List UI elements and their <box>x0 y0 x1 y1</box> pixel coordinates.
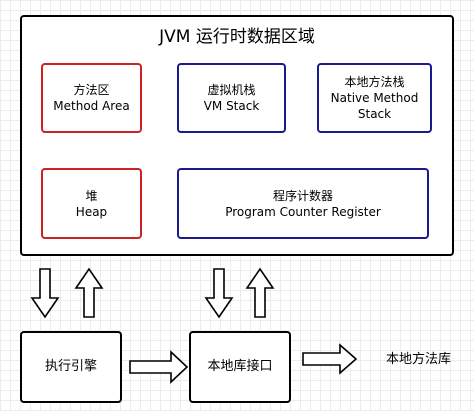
execution-engine-label: 执行引擎 <box>44 359 97 374</box>
arrow-execution-engine-to-native-interface <box>129 350 189 384</box>
native-interface-label: 本地库接口 <box>207 359 273 374</box>
arrow-native-interface-to-native-library <box>302 343 358 375</box>
arrow-up-from-execution-engine <box>74 267 104 318</box>
vm-stack-box[interactable]: 虚拟机栈 VM Stack <box>177 63 286 133</box>
program-counter-label-cn: 程序计数器 <box>272 188 333 203</box>
heap-label-cn: 堆 <box>85 188 98 203</box>
arrow-down-to-native-interface <box>204 268 234 319</box>
jvm-runtime-data-area-title: JVM 运行时数据区域 <box>159 27 315 47</box>
arrow-down-to-execution-engine <box>30 268 60 319</box>
method-area-label-en: Method Area <box>53 99 130 113</box>
native-method-stack-label-en-1: Native Method <box>330 91 419 105</box>
native-method-stack-box[interactable]: 本地方法栈 Native Method Stack <box>317 63 432 133</box>
execution-engine-box[interactable]: 执行引擎 <box>20 331 122 403</box>
program-counter-box[interactable]: 程序计数器 Program Counter Register <box>177 168 429 239</box>
method-area-label-cn: 方法区 <box>73 83 110 97</box>
heap-label-en: Heap <box>75 204 108 219</box>
native-method-stack-label-en-2: Stack <box>357 107 392 121</box>
arrow-up-from-native-interface <box>245 267 275 318</box>
method-area-box[interactable]: 方法区 Method Area <box>41 63 142 133</box>
program-counter-label-en: Program Counter Register <box>225 204 381 219</box>
native-method-stack-label-cn: 本地方法栈 <box>344 75 405 89</box>
native-interface-box[interactable]: 本地库接口 <box>189 331 291 403</box>
vm-stack-label-en: VM Stack <box>203 99 260 113</box>
heap-box[interactable]: 堆 Heap <box>41 168 142 239</box>
native-method-library-label: 本地方法库 <box>386 352 452 367</box>
vm-stack-label-cn: 虚拟机栈 <box>207 83 256 97</box>
